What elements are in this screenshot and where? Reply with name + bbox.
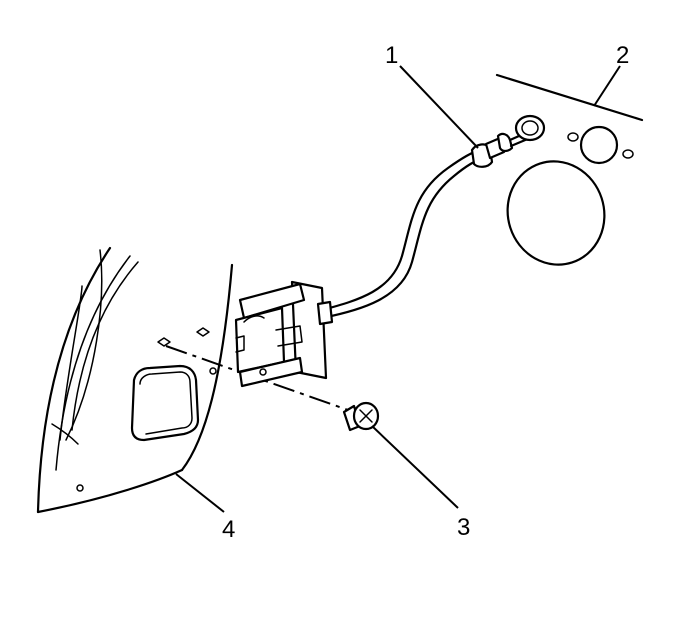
body-panel — [36, 246, 234, 514]
callout-3-label: 3 — [457, 514, 470, 541]
panel-clip-holes — [157, 327, 210, 347]
callout-1-label: 1 — [385, 42, 398, 69]
callout-2-label: 2 — [616, 42, 629, 69]
panel-access-opening — [130, 364, 200, 442]
callout-3-leader — [371, 425, 459, 509]
callout-4-label: 4 — [222, 516, 235, 543]
cable-end-fitting — [470, 130, 532, 168]
callout-4-leader — [175, 473, 225, 513]
release-cable — [316, 130, 532, 326]
fuel-door — [506, 160, 606, 266]
callout-1-leader — [399, 65, 479, 149]
callout-2-leader — [593, 65, 621, 107]
release-bracket — [234, 280, 328, 388]
fuel-door-housing — [495, 73, 644, 266]
bolt — [342, 401, 380, 432]
